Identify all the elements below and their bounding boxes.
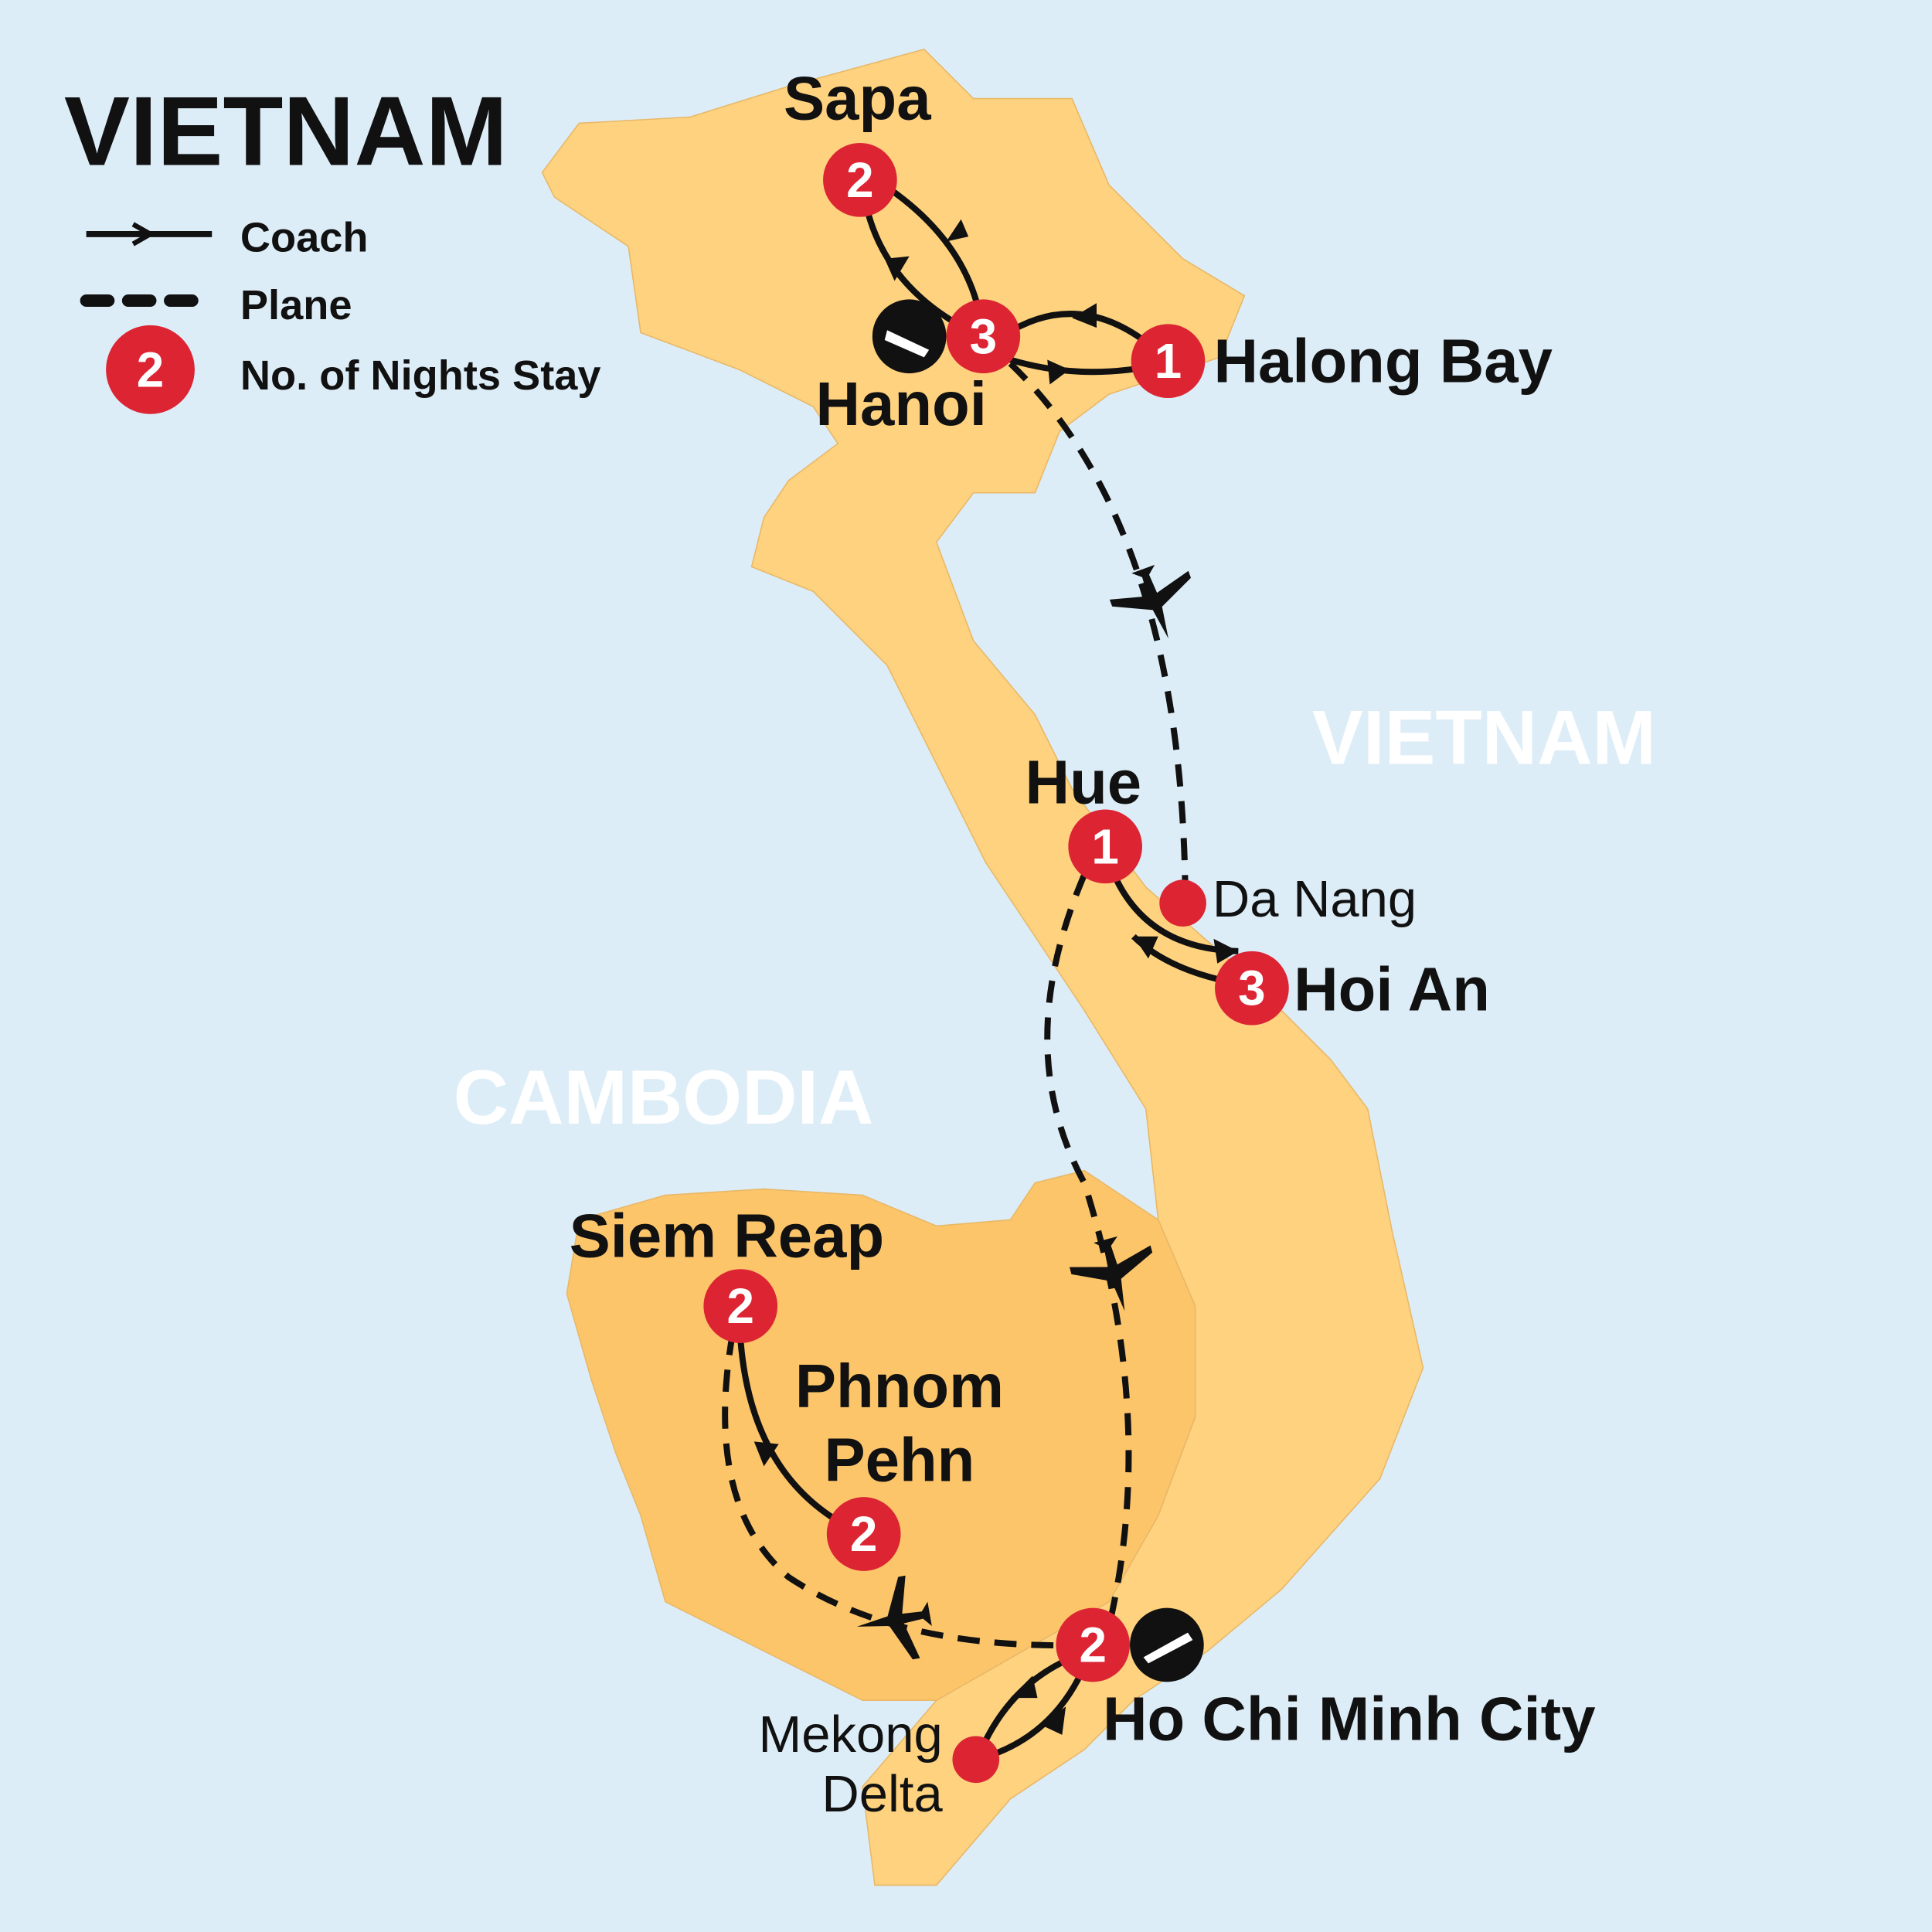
arrow-icon [1047,359,1070,385]
legend-plane: Plane [240,282,352,328]
svg-text:2: 2 [846,152,873,208]
route-hcmc-siemreap-flight [722,1330,1091,1649]
svg-text:3: 3 [970,308,997,364]
label-halong: Halong Bay [1213,326,1552,395]
arrow-icon [1072,303,1097,328]
airplane-icon [856,1575,932,1660]
arrow-icon [1133,936,1158,959]
coach-legend-arrow-icon [131,222,155,247]
label-danang: Da Nang [1213,870,1417,928]
svg-text:2: 2 [850,1506,877,1562]
arrow-icon [1213,938,1239,964]
label-hoian: Hoi An [1294,954,1490,1023]
airplane-icon [1109,564,1192,639]
marker-siemreap[interactable]: 2 [703,1269,778,1343]
country-label-cambodia: CAMBODIA [454,1055,874,1140]
marker-danang[interactable] [1159,879,1206,927]
label-hanoi: Hanoi [815,369,986,438]
arrow-icon [1010,1675,1038,1699]
marker-hanoi[interactable]: 3 [946,299,1021,374]
label-mekong-line2: Delta [821,1765,943,1823]
label-phnompenh-line1: Phnom [795,1352,1004,1420]
legend-nights: No. of Nights Stay [240,352,601,399]
route-hue-hcmc-flight [1044,873,1132,1628]
svg-text:2: 2 [726,1278,753,1334]
legend-marker [106,325,195,414]
marker-hoian[interactable]: 3 [1215,951,1289,1026]
marker-hcmc[interactable]: 2 [1056,1607,1131,1682]
marker-phnompenh[interactable]: 2 [826,1497,901,1571]
label-siemreap: Siem Reap [570,1201,885,1270]
airport-hanoi-icon [872,299,947,374]
arrow-icon [1041,1706,1066,1735]
arrow-icon [753,1441,779,1467]
arrow-icon [884,256,910,281]
vietnam-land [541,48,1424,1886]
legend-coach: Coach [240,214,369,260]
country-label-vietnam: VIETNAM [1312,696,1656,781]
airport-hcmc-icon [1130,1607,1204,1682]
marker-hue[interactable]: 1 [1068,809,1142,884]
arrow-icon [946,219,969,242]
svg-text:2: 2 [1079,1617,1106,1673]
legend-marker-number: 2 [137,342,164,397]
map-title: VIETNAM [64,77,508,187]
svg-text:1: 1 [1091,818,1118,874]
label-sapa: Sapa [784,64,931,133]
marker-halong[interactable]: 1 [1131,324,1206,398]
label-hcmc: Ho Chi Minh City [1103,1684,1596,1753]
svg-text:3: 3 [1238,961,1265,1016]
marker-mekong[interactable] [952,1736,1000,1784]
label-mekong-line1: Mekong [759,1706,943,1764]
marker-sapa[interactable]: 2 [823,142,897,217]
label-phnompenh-line2: Pehn [824,1425,975,1494]
label-hue: Hue [1026,748,1142,817]
airplane-icon [1069,1236,1153,1311]
svg-text:1: 1 [1155,333,1182,389]
